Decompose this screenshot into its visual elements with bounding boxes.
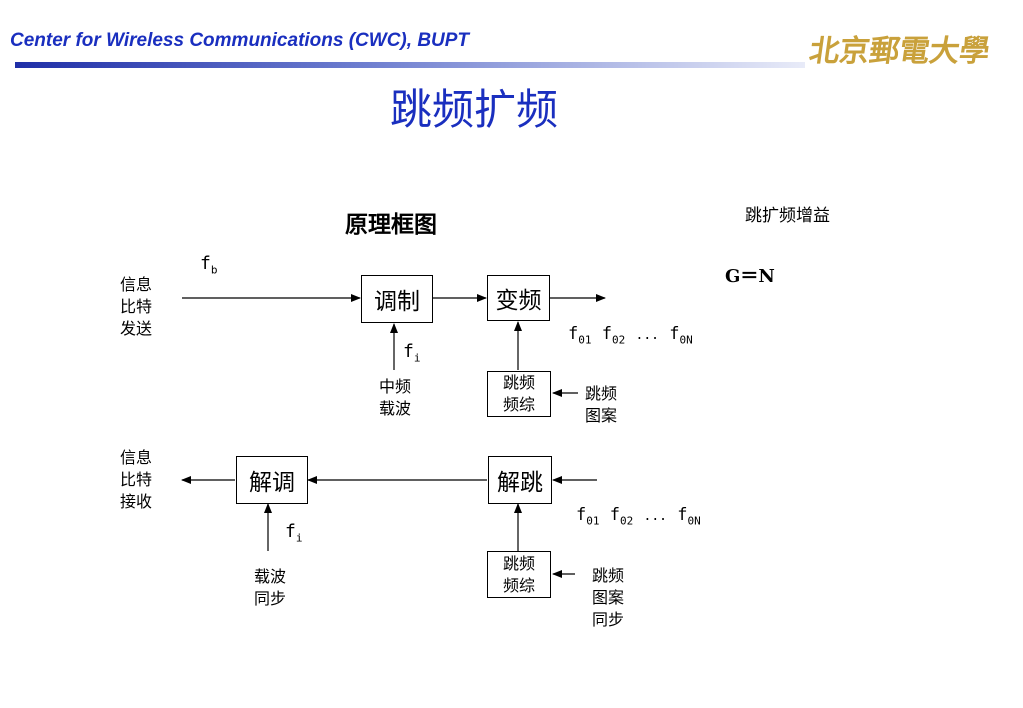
- slide-title: 跳频扩频: [390, 85, 559, 134]
- gain-formula: G＝N: [725, 266, 775, 287]
- if-carrier-label: 中频载波: [379, 377, 412, 418]
- freq-list-rx: f01 f02 ... f0N: [576, 505, 701, 528]
- fi-tx-label: fi: [403, 341, 421, 365]
- gain-label: 跳扩频增益: [745, 206, 830, 226]
- upconverter-block: 变频: [487, 275, 550, 321]
- header-org-title: Center for Wireless Communications (CWC)…: [10, 30, 470, 51]
- dehop-block: 解跳: [488, 456, 552, 504]
- fi-rx-label: fi: [285, 521, 303, 545]
- hop-pattern-sync-label: 跳频图案同步: [592, 566, 625, 629]
- freq-list-tx: f01 f02 ... f0N: [568, 324, 693, 347]
- tx-source-label: 信息比特发送: [120, 275, 153, 338]
- modulator-block: 调制: [361, 275, 433, 323]
- demodulator-block: 解调: [236, 456, 308, 504]
- hop-pattern-label: 跳频图案: [585, 384, 618, 425]
- rx-sink-label: 信息比特接收: [120, 448, 153, 511]
- carrier-sync-label: 载波同步: [254, 567, 287, 608]
- diagram-subtitle: 原理框图: [345, 211, 437, 238]
- tx-frequency-synthesizer: 跳频频综: [487, 371, 551, 417]
- rx-frequency-synthesizer: 跳频频综: [487, 551, 551, 598]
- fb-label: fb: [200, 253, 218, 277]
- header-divider: [15, 62, 805, 68]
